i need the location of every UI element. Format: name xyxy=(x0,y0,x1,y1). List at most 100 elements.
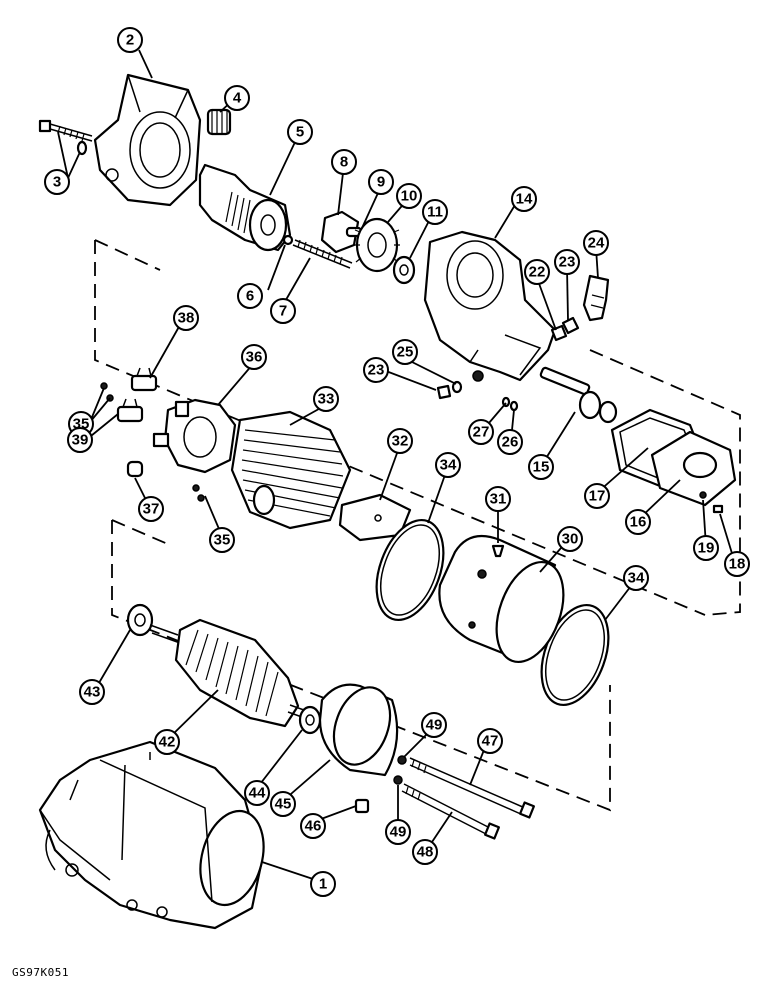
figure-code: GS97K051 xyxy=(12,966,69,979)
svg-text:6: 6 xyxy=(246,288,254,305)
svg-text:31: 31 xyxy=(490,491,507,508)
svg-text:34: 34 xyxy=(440,457,457,474)
svg-text:26: 26 xyxy=(502,434,519,451)
svg-text:2: 2 xyxy=(126,32,134,49)
ball-and-spring xyxy=(282,234,353,269)
frame-screw xyxy=(491,544,505,558)
washer xyxy=(392,255,416,285)
callout-42: 42 xyxy=(154,729,180,755)
svg-text:48: 48 xyxy=(417,844,434,861)
svg-text:1: 1 xyxy=(319,876,327,893)
idler-gear xyxy=(354,217,400,273)
svg-text:46: 46 xyxy=(305,818,322,835)
svg-text:35: 35 xyxy=(214,532,231,549)
callout-37: 37 xyxy=(138,496,164,522)
armature xyxy=(149,618,316,728)
callout-7: 7 xyxy=(270,298,296,324)
svg-text:47: 47 xyxy=(482,733,499,750)
callout-11: 11 xyxy=(422,199,448,225)
svg-text:16: 16 xyxy=(630,514,647,531)
armature-bearing-rear xyxy=(298,705,322,735)
callout-43: 43 xyxy=(79,679,105,705)
svg-text:17: 17 xyxy=(589,488,606,505)
svg-text:14: 14 xyxy=(516,191,533,208)
callout-24: 24 xyxy=(583,230,609,256)
housing-fasteners xyxy=(436,380,519,412)
callouts: 2 4 3 5 8 9 10 11 14 6 7 22 23 24 38 36 … xyxy=(44,27,750,897)
callout-18: 18 xyxy=(724,551,750,577)
svg-text:39: 39 xyxy=(72,432,89,449)
callout-8: 8 xyxy=(331,149,357,175)
callout-38: 38 xyxy=(173,305,199,331)
svg-text:22: 22 xyxy=(529,264,546,281)
through-bolts xyxy=(401,757,535,840)
callout-39: 39 xyxy=(67,427,93,453)
callout-31: 31 xyxy=(485,486,511,512)
svg-text:37: 37 xyxy=(143,501,160,518)
callout-35b: 35 xyxy=(209,527,235,553)
callout-34b: 34 xyxy=(623,565,649,591)
svg-text:49: 49 xyxy=(390,824,407,841)
starter-motor-assembly xyxy=(38,740,265,930)
svg-text:44: 44 xyxy=(249,785,266,802)
svg-text:49: 49 xyxy=(426,717,443,734)
svg-text:8: 8 xyxy=(340,154,348,171)
armature-bearing-front xyxy=(126,603,154,637)
callout-5: 5 xyxy=(287,119,313,145)
svg-text:36: 36 xyxy=(246,349,263,366)
callout-44: 44 xyxy=(244,780,270,806)
svg-text:11: 11 xyxy=(427,204,443,221)
terminal-nuts-and-boot xyxy=(550,274,610,342)
svg-text:27: 27 xyxy=(473,424,490,441)
callout-23a: 23 xyxy=(554,249,580,275)
svg-text:23: 23 xyxy=(368,362,385,379)
svg-text:42: 42 xyxy=(159,734,176,751)
callout-10: 10 xyxy=(396,183,422,209)
svg-text:9: 9 xyxy=(377,174,385,191)
svg-text:10: 10 xyxy=(401,188,418,205)
pinion-holder xyxy=(320,210,363,254)
callout-17: 17 xyxy=(584,483,610,509)
svg-text:24: 24 xyxy=(588,235,605,252)
callout-45: 45 xyxy=(270,791,296,817)
callout-6: 6 xyxy=(237,283,263,309)
svg-text:25: 25 xyxy=(397,344,414,361)
callout-15: 15 xyxy=(528,454,554,480)
gear-housing xyxy=(423,230,557,382)
svg-text:38: 38 xyxy=(178,310,195,327)
field-coil-set xyxy=(230,410,352,530)
callout-49a: 49 xyxy=(421,712,447,738)
bolt-and-washer xyxy=(38,119,93,156)
callout-2: 2 xyxy=(117,27,143,53)
pinion-gear xyxy=(206,108,232,136)
field-frame xyxy=(438,534,565,664)
svg-text:33: 33 xyxy=(318,391,335,408)
brush-holder-plate xyxy=(152,398,237,502)
svg-text:23: 23 xyxy=(559,254,576,271)
callout-9: 9 xyxy=(368,169,394,195)
brush-set xyxy=(100,367,158,478)
callout-4: 4 xyxy=(224,85,250,111)
callout-33: 33 xyxy=(313,386,339,412)
callout-19: 19 xyxy=(693,535,719,561)
svg-text:5: 5 xyxy=(296,124,304,141)
callout-32: 32 xyxy=(387,428,413,454)
svg-text:18: 18 xyxy=(729,556,746,573)
svg-text:15: 15 xyxy=(533,459,550,476)
callout-36: 36 xyxy=(241,344,267,370)
callout-16: 16 xyxy=(625,509,651,535)
callout-34a: 34 xyxy=(435,452,461,478)
callout-25: 25 xyxy=(392,339,418,365)
end-cover-fasteners xyxy=(354,755,407,814)
callout-1: 1 xyxy=(310,871,336,897)
callout-23b: 23 xyxy=(363,357,389,383)
solenoid-plunger xyxy=(539,366,618,424)
svg-text:32: 32 xyxy=(392,433,409,450)
callout-22: 22 xyxy=(524,259,550,285)
svg-text:34: 34 xyxy=(628,570,645,587)
callout-14: 14 xyxy=(511,186,537,212)
callout-27: 27 xyxy=(468,419,494,445)
callout-3: 3 xyxy=(44,169,70,195)
svg-text:3: 3 xyxy=(53,174,61,191)
svg-text:30: 30 xyxy=(562,531,579,548)
